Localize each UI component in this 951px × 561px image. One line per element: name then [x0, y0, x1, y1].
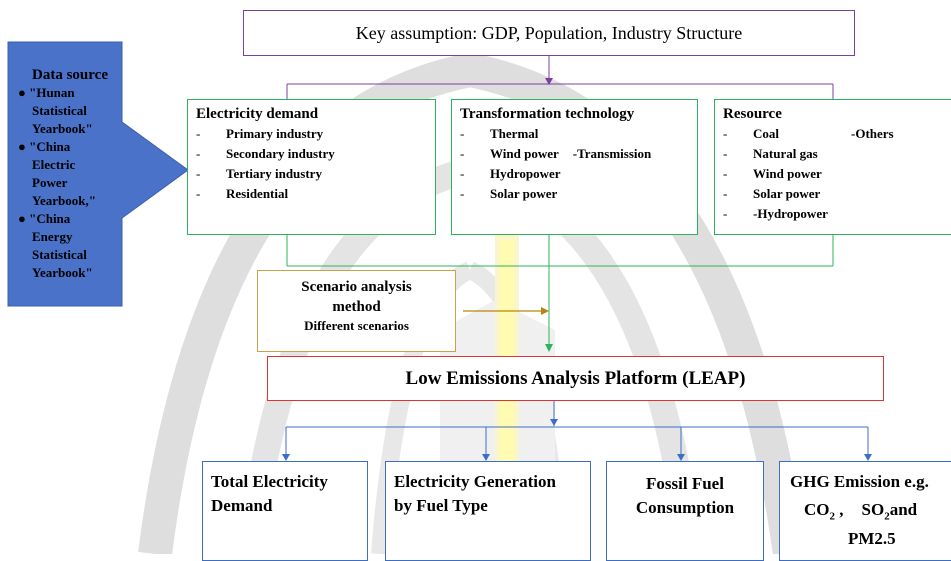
- list-item: -Primary industry: [196, 126, 324, 141]
- resource-box: Resource -Coal-Others -Natural gas -Wind…: [714, 99, 951, 235]
- data-source-line: ● "China: [18, 211, 71, 226]
- list-item: -Hydropower: [460, 166, 561, 181]
- pm25-label: PM2.5: [848, 529, 896, 549]
- ghg-sep: ,: [835, 500, 844, 519]
- list-item: -Solar power: [723, 186, 821, 201]
- scenario-line2: method: [332, 299, 381, 315]
- generation-box: Electricity Generation by Fuel Type: [385, 461, 591, 561]
- list-item: -Natural gas: [723, 146, 818, 161]
- so2-label: SO: [861, 500, 885, 519]
- bullet-icon: ●: [18, 211, 30, 226]
- data-source-line: Power: [32, 175, 68, 190]
- list-item: -Solar power: [460, 186, 558, 201]
- fossil-line2: Consumption: [635, 498, 735, 517]
- data-source-title: Data source: [32, 67, 108, 83]
- resource-title: Resource: [723, 106, 782, 122]
- scenario-line1: Scenario analysis: [301, 279, 412, 295]
- fossil-line1: Fossil Fuel: [646, 474, 724, 493]
- data-source-line: Yearbook,": [32, 193, 96, 208]
- bullet-icon: ●: [18, 85, 30, 100]
- leap-box: Low Emissions Analysis Platform (LEAP): [267, 356, 884, 401]
- data-source-line: ● "China: [18, 139, 71, 154]
- data-source-line: Yearbook": [32, 265, 93, 280]
- list-item: -Secondary industry: [196, 146, 335, 161]
- list-item: -Wind power: [723, 166, 822, 181]
- list-item: -Thermal: [460, 126, 539, 141]
- co2-sub: 2: [829, 510, 836, 523]
- ghg-title: GHG Emission e.g.: [790, 472, 929, 491]
- scenario-line3: Different scenarios: [304, 318, 409, 333]
- data-source-line: Yearbook": [32, 121, 93, 136]
- so2-sub: 2: [884, 510, 890, 523]
- list-item: --Hydropower: [723, 206, 828, 221]
- fossil-box: Fossil Fuel Consumption: [606, 461, 764, 561]
- generation-line1: Electricity Generation: [394, 472, 556, 491]
- data-source-line: Energy: [32, 229, 73, 244]
- others-label: -Others: [851, 126, 894, 141]
- data-source-line: Statistical: [32, 103, 87, 118]
- total-demand-box: Total Electricity Demand: [202, 461, 368, 561]
- electricity-demand-title: Electricity demand: [196, 106, 319, 122]
- list-item: -Residential: [196, 186, 289, 201]
- electricity-demand-box: Electricity demand -Primary industry -Se…: [187, 99, 436, 235]
- list-item: -Wind power-Transmission: [460, 146, 652, 161]
- generation-line2: by Fuel Type: [394, 496, 488, 515]
- total-demand-line2: Demand: [211, 496, 273, 515]
- transmission-label: -Transmission: [572, 146, 652, 161]
- ghg-and: and: [889, 500, 918, 519]
- list-item: -Coal-Others: [723, 126, 894, 141]
- data-source-line: ● "Hunan: [18, 85, 75, 100]
- total-demand-line1: Total Electricity: [211, 472, 328, 491]
- leap-label: Low Emissions Analysis Platform (LEAP): [405, 367, 746, 389]
- scenario-box: Scenario analysis method Different scena…: [257, 270, 456, 352]
- bullet-icon: ●: [18, 139, 30, 154]
- list-item: -Tertiary industry: [196, 166, 322, 181]
- ghg-box: GHG Emission e.g. CO2 ,SO2and PM2.5: [779, 461, 951, 561]
- co2-label: CO: [804, 500, 830, 519]
- ghg-formula: CO2 ,SO2and: [790, 498, 951, 528]
- key-assumption-box: Key assumption: GDP, Population, Industr…: [243, 10, 855, 56]
- transformation-box: Transformation technology -Thermal -Wind…: [451, 99, 698, 235]
- transformation-title: Transformation technology: [460, 106, 635, 122]
- key-assumption-label: Key assumption: GDP, Population, Industr…: [355, 22, 743, 43]
- data-source-line: Electric: [32, 157, 76, 172]
- data-source-line: Statistical: [32, 247, 87, 262]
